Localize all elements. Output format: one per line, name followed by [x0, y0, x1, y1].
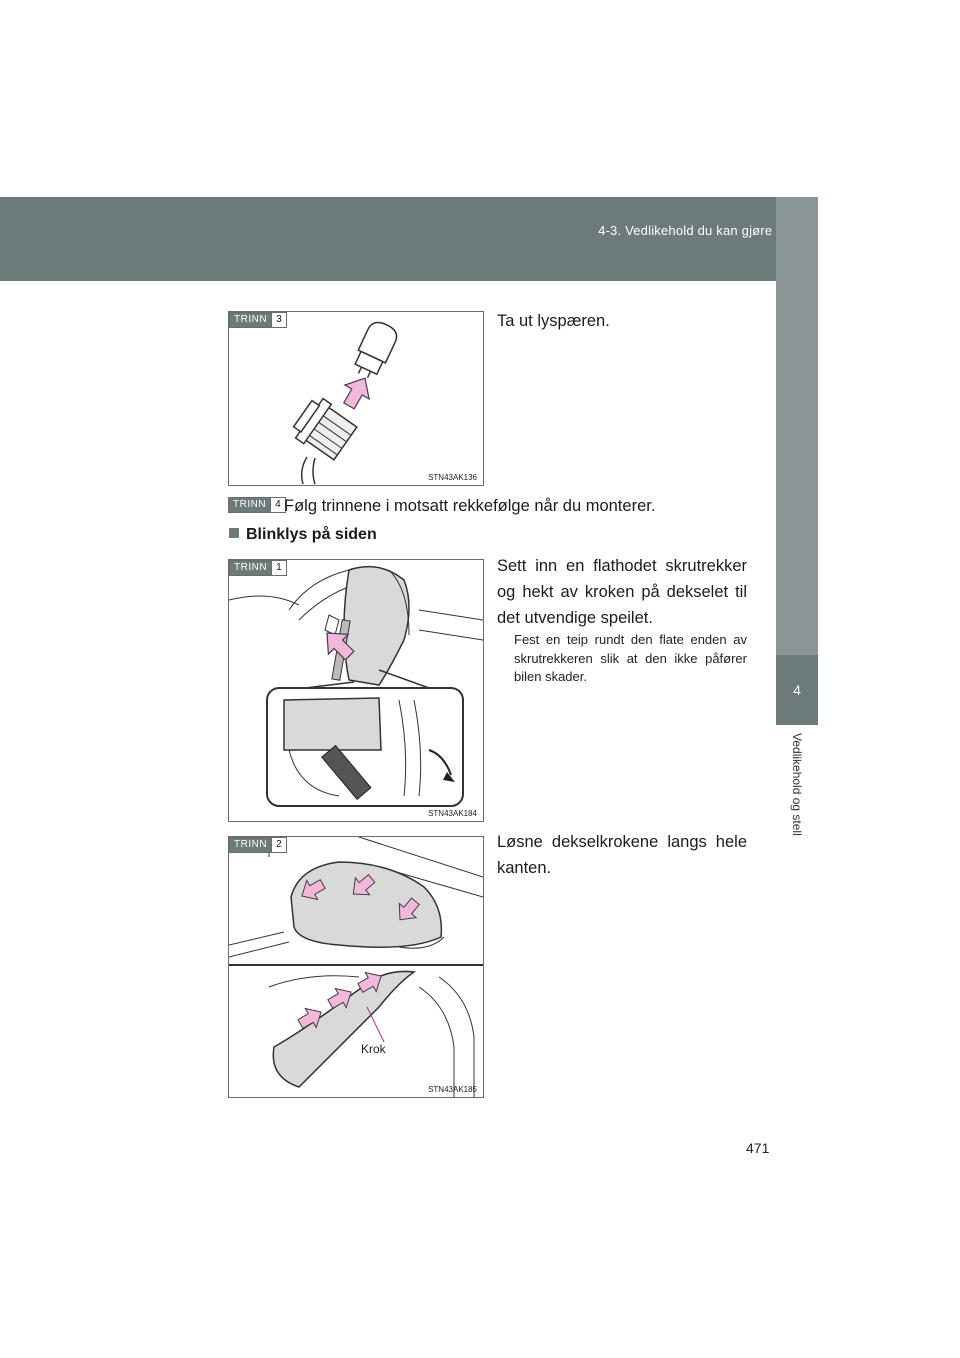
figure-mirror-screwdriver: TRINN 1 STN43AK184: [228, 559, 484, 822]
step4-text: Følg trinnene i motsatt rekkefølge når d…: [284, 497, 656, 515]
step-badge-number: 4: [270, 498, 285, 512]
side-tab-label-box: Vedlikehold og stell: [776, 725, 818, 957]
step-badge-4: TRINN 4: [228, 497, 286, 513]
step-badge-number: 3: [271, 313, 286, 327]
figure-code: STN43AK184: [428, 809, 477, 818]
figure-code: STN43AK185: [428, 1085, 477, 1094]
step-badge-3: TRINN 3: [229, 312, 287, 328]
page-number: 471: [746, 1140, 770, 1156]
heading-square-icon: [229, 528, 239, 538]
step-badge-label: TRINN: [230, 561, 272, 575]
step3-text: Ta ut lyspæren.: [497, 312, 610, 330]
step-badge-label: TRINN: [229, 498, 271, 512]
side-tab-label: Vedlikehold og stell: [790, 733, 804, 836]
step-badge-label: TRINN: [230, 838, 272, 852]
figure-bulb-removal: TRINN 3 STN43AK136: [228, 311, 484, 486]
step-badge-number: 2: [271, 838, 286, 852]
step2-text: Løsne dekselkrokene langs hele kanten.: [497, 833, 747, 877]
section-heading-text: Blinklys på siden: [246, 526, 377, 543]
step-badge-1: TRINN 1: [229, 560, 287, 576]
section-heading: Blinklys på siden: [229, 526, 377, 544]
step-badge-2: TRINN 2: [229, 837, 287, 853]
chapter-header-bar: 4-3. Vedlikehold du kan gjøre selv: [0, 197, 818, 281]
figure-code: STN43AK136: [428, 473, 477, 482]
bulb-illustration: [292, 321, 398, 485]
side-tab-number: 4: [776, 655, 818, 725]
step1-text: Sett inn en flathodet skrutrekker og hek…: [497, 557, 747, 627]
mirror-screwdriver-illustration: [229, 565, 483, 807]
cover-hooks-illustration: [229, 837, 483, 1097]
hook-callout-label: Krok: [361, 1042, 386, 1056]
step1-note: Fest en teip rundt den flate enden av sk…: [514, 632, 747, 684]
step-badge-number: 1: [271, 561, 286, 575]
step-badge-label: TRINN: [230, 313, 272, 327]
chapter-header-title: 4-3. Vedlikehold du kan gjøre selv: [598, 223, 800, 238]
figure-cover-hooks: TRINN 2 Krok STN43AK185: [228, 836, 484, 1098]
